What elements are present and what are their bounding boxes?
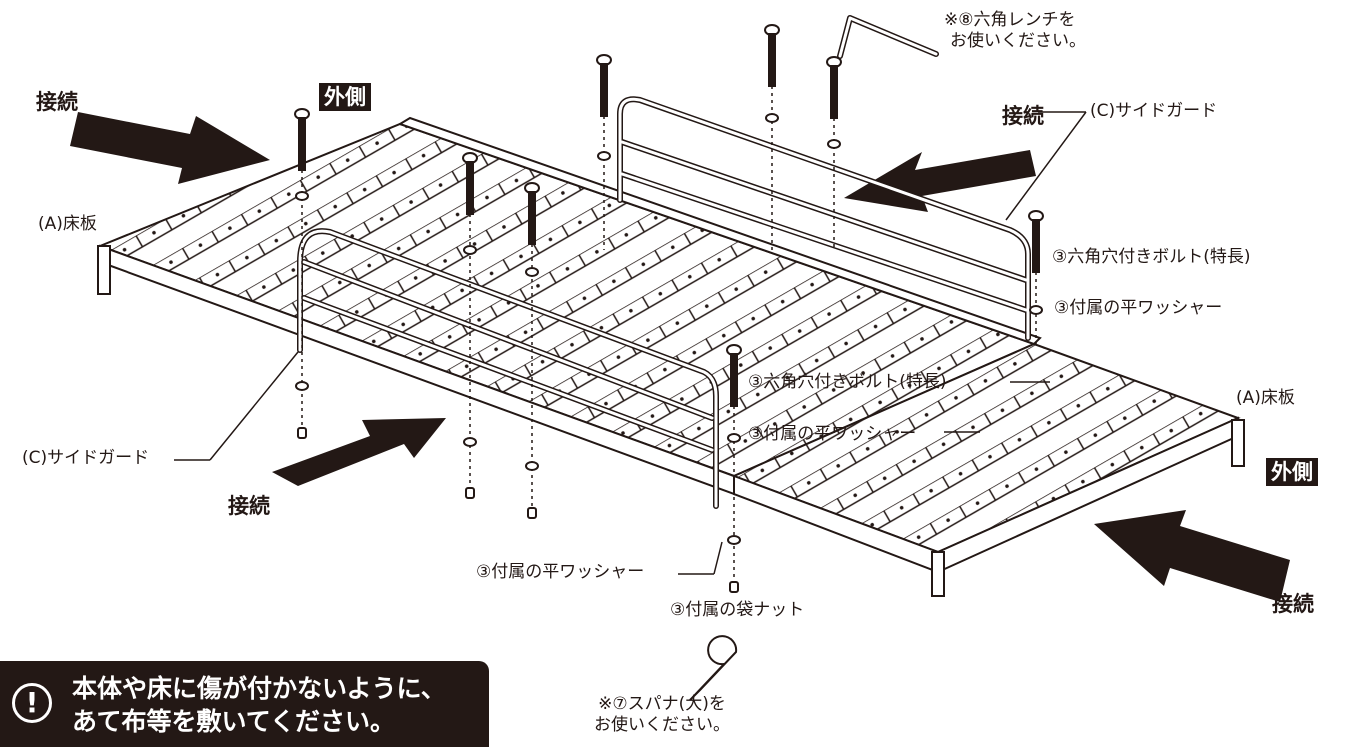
spanner-note-line2: お使いください。 (594, 715, 730, 736)
washer-label-right: ③付属の平ワッシャー (1054, 298, 1223, 318)
cap-nut (729, 581, 739, 593)
connect-label-bottom-right: 接続 (1272, 592, 1314, 616)
flat-washer (525, 461, 539, 471)
spanner-note: ※⑦スパナ(大)を お使いください。 (594, 694, 730, 737)
warning-line2: あて布等を敷いてください。 (72, 706, 396, 736)
cap-nut-label: ③付属の袋ナット (670, 600, 805, 620)
warning-box: ! 本体や床に傷が付かないように、 あて布等を敷いてください。 (0, 661, 489, 747)
bolt-shaft (730, 353, 738, 407)
flat-washer (597, 151, 611, 161)
flat-washer (727, 535, 741, 545)
side-guard-label-right: (C)サイドガード (1090, 101, 1218, 121)
floor-board-label-left: (A)床板 (38, 214, 97, 234)
connect-arrow-bottom-left (272, 418, 446, 486)
connect-label-bottom-left: 接続 (228, 494, 270, 518)
bolt-shaft (466, 161, 474, 215)
bolt-label-center: ③六角穴付きボルト(特長) (748, 372, 947, 392)
cap-nut (527, 507, 537, 519)
washer-label-bottom: ③付属の平ワッシャー (476, 562, 645, 582)
flat-washer (1029, 305, 1043, 315)
side-guard-label-left: (C)サイドガード (22, 448, 150, 468)
leader-lines (174, 111, 1087, 575)
connect-arrow-bottom-right (1094, 510, 1290, 602)
connect-arrow-top-right (844, 150, 1036, 212)
hex-wrench-note-line2: お使いください。 (950, 31, 1086, 52)
flat-washer (827, 139, 841, 149)
warning-text: 本体や床に傷が付かないように、 あて布等を敷いてください。 (72, 673, 446, 738)
flat-washer (295, 381, 309, 391)
warning-line1: 本体や床に傷が付かないように、 (72, 674, 446, 703)
flat-washer (295, 191, 309, 201)
flat-washer (463, 245, 477, 255)
exclamation-icon: ! (12, 683, 52, 723)
connect-label-top-left: 接続 (36, 90, 78, 114)
outside-tag-right: 外側 (1266, 458, 1318, 487)
bolt-shaft (768, 33, 776, 87)
flat-washer (765, 113, 779, 123)
flat-washer (727, 433, 741, 443)
floor-board-label-right: (A)床板 (1236, 388, 1295, 408)
floor-board-right (731, 342, 1245, 597)
cap-nut (297, 427, 307, 439)
bolt-label-right: ③六角穴付きボルト(特長) (1052, 247, 1251, 267)
spanner-note-line1: ※⑦スパナ(大)を (598, 694, 726, 714)
bolt-shaft (600, 63, 608, 117)
bolt-shaft (1032, 219, 1040, 273)
cap-nut (465, 487, 475, 499)
flat-washer (525, 267, 539, 277)
flat-washer (463, 437, 477, 447)
connect-arrow-top-left (70, 112, 270, 184)
outside-tag-left: 外側 (319, 83, 371, 112)
bolt-shaft (528, 191, 536, 245)
bolt-shaft (298, 117, 306, 171)
spanner-icon (689, 635, 738, 701)
bolt-shaft (830, 65, 838, 119)
connect-label-top-right: 接続 (1002, 104, 1044, 128)
hex-wrench-icon (837, 15, 939, 59)
washer-label-center: ③付属の平ワッシャー (748, 424, 917, 444)
hex-wrench-note: ※⑧六角レンチを お使いください。 (944, 10, 1086, 53)
hex-wrench-note-line1: ※⑧六角レンチを (944, 10, 1076, 30)
